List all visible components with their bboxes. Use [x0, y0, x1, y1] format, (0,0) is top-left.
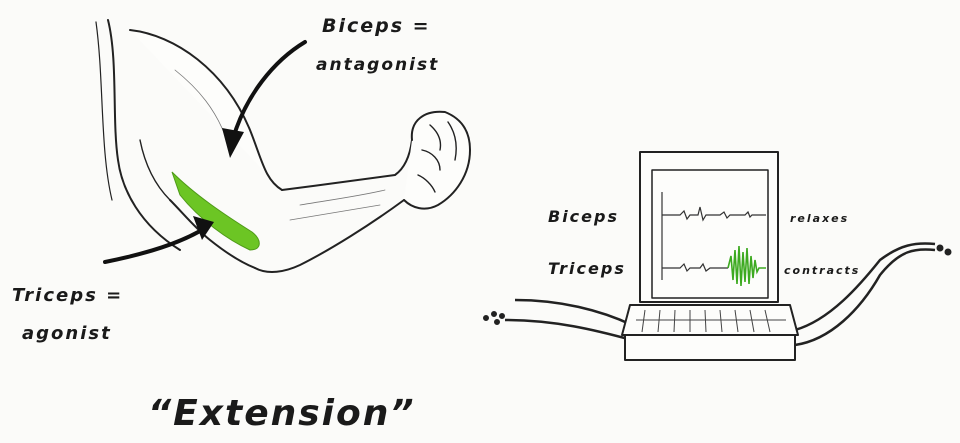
monitor-triceps-label: Triceps: [548, 259, 626, 278]
triceps-label-line1: Triceps =: [12, 285, 123, 306]
triceps-arrow: [105, 216, 214, 262]
monitor-biceps-label: Biceps: [548, 207, 619, 226]
extension-caption: “Extension”: [148, 393, 416, 434]
triceps-label-line2: agonist: [22, 323, 112, 344]
contracts-label: contracts: [784, 264, 860, 277]
emg-monitor: [484, 152, 951, 360]
biceps-label-line2: antagonist: [316, 55, 439, 75]
biceps-label-line1: Biceps =: [322, 15, 431, 37]
relaxes-label: relaxes: [790, 212, 849, 225]
